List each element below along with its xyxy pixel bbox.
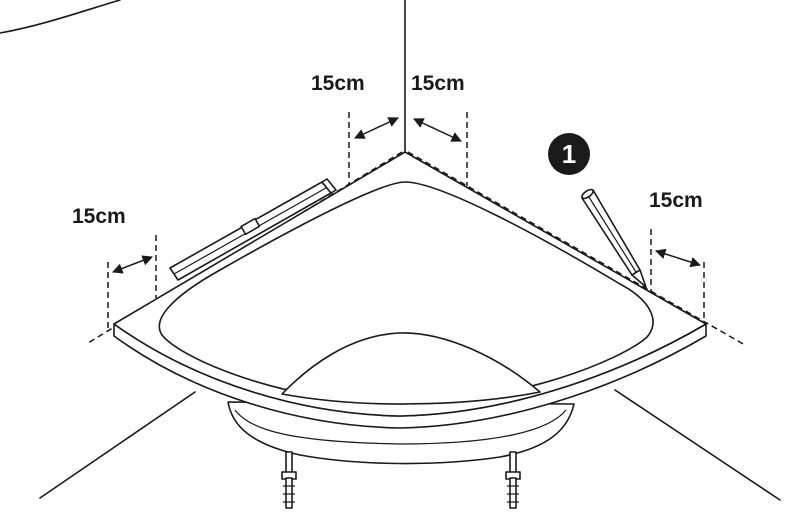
dimension-arrow-top-left bbox=[354, 117, 399, 139]
bathtub-seat bbox=[281, 332, 541, 405]
dimension-arrow-right bbox=[654, 248, 702, 268]
dimension-arrow-left bbox=[112, 255, 153, 274]
bathtub-shell-seam bbox=[234, 409, 567, 445]
spirit-level bbox=[169, 178, 337, 281]
dimension-label-top-left: 15cm bbox=[311, 72, 365, 95]
callout-bubble-edge bbox=[0, 0, 121, 34]
dimension-label-top-right: 15cm bbox=[411, 72, 465, 95]
step-badge: 1 bbox=[548, 133, 590, 175]
wall-offset-dash-right bbox=[407, 151, 746, 346]
dimension-label-right: 15cm bbox=[649, 189, 703, 212]
step-number: 1 bbox=[562, 139, 576, 169]
dimension-arrow-top-right bbox=[413, 118, 462, 142]
pencil-icon bbox=[581, 188, 647, 288]
bathtub-leg-left bbox=[281, 451, 297, 509]
floor-corner-right bbox=[614, 389, 781, 501]
floor-corner-left bbox=[39, 391, 196, 499]
dimension-label-left: 15cm bbox=[72, 205, 126, 228]
bathtub-leg-right bbox=[505, 451, 521, 509]
